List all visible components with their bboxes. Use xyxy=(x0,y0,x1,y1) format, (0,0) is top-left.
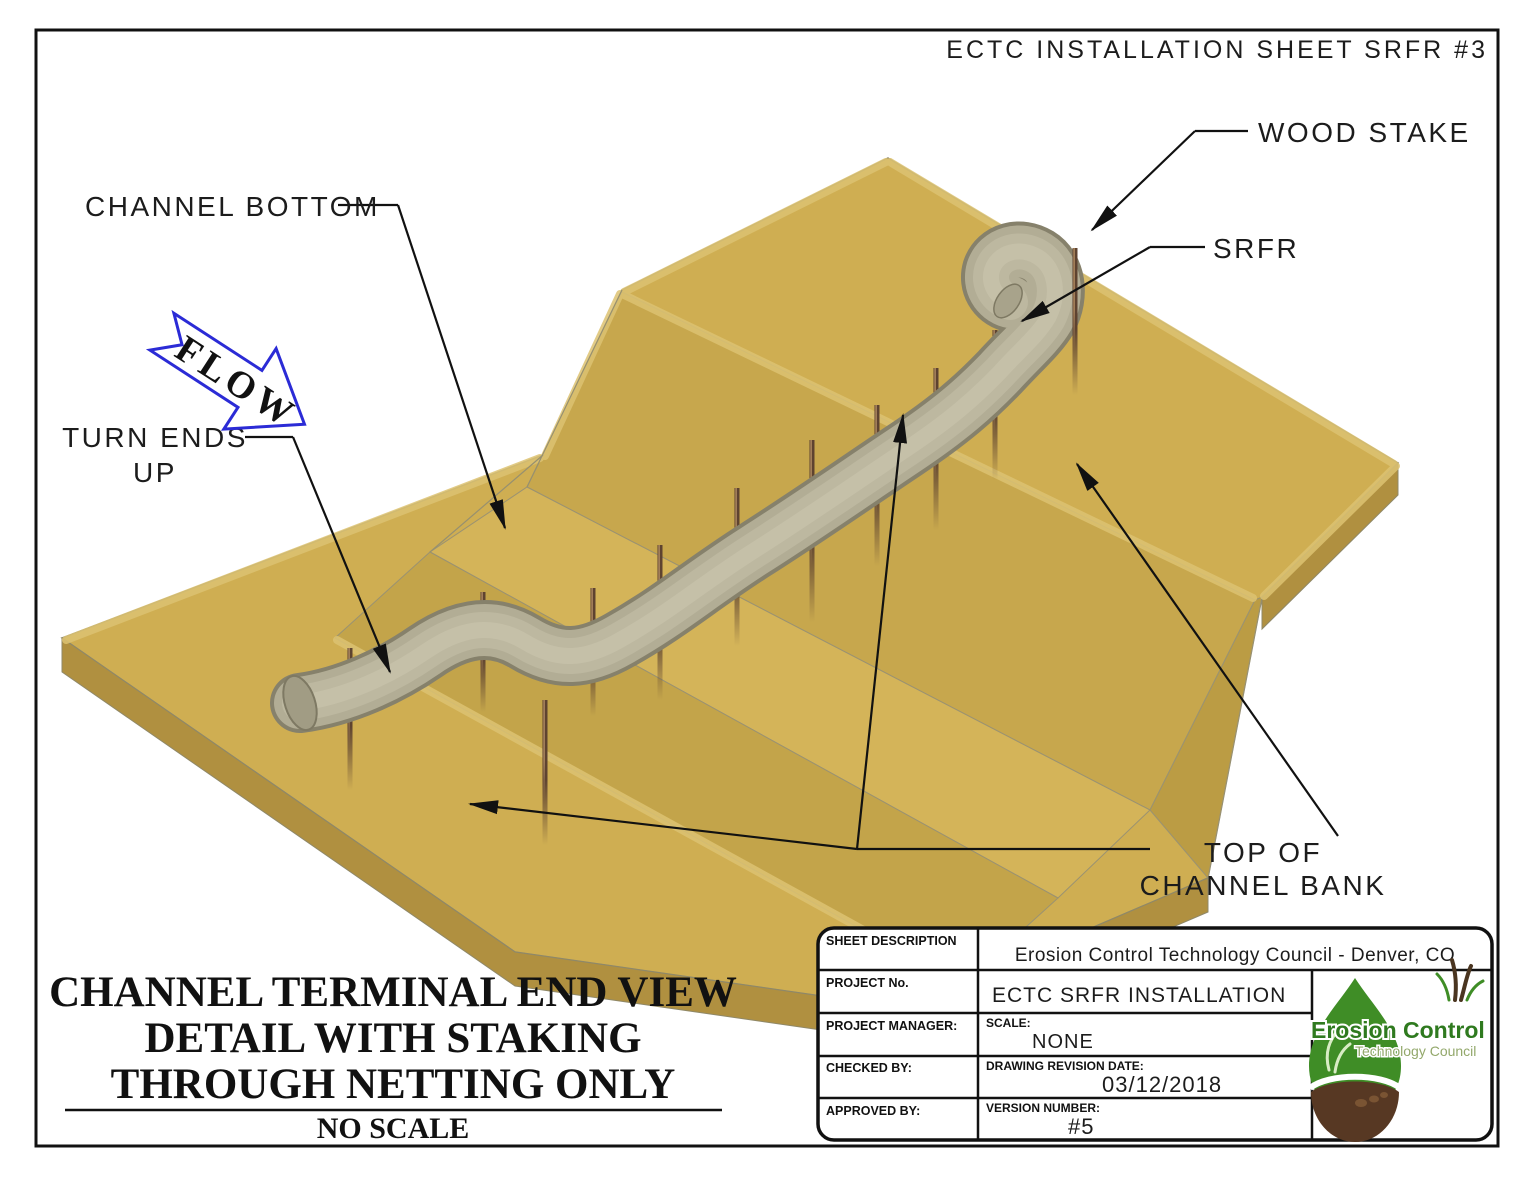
wood-stake-arrow xyxy=(1090,130,1196,232)
roll-end-face xyxy=(282,674,318,732)
logo-grass-sprout xyxy=(1325,1028,1352,1074)
logo-grass-tuft xyxy=(1450,958,1473,1002)
revision-date-value: 03/12/2018 xyxy=(1102,1072,1222,1097)
ectc-logo: Erosion Control Technology Council xyxy=(1308,958,1487,1142)
sheet-description-label: SHEET DESCRIPTION xyxy=(826,934,957,948)
sheet-header: ECTC INSTALLATION SHEET SRFR #3 xyxy=(946,36,1488,64)
scale-value: NONE xyxy=(1032,1031,1094,1053)
channel-bottom-arrow xyxy=(396,204,507,530)
logo-leaf-drop xyxy=(1309,978,1401,1097)
drawing-title: CHANNEL TERMINAL END VIEW DETAIL WITH ST… xyxy=(49,969,737,1145)
turn-ends-up-label-line1: TURN ENDS xyxy=(62,422,248,453)
channel-bottom-label: CHANNEL BOTTOM xyxy=(85,191,380,222)
version-label: VERSION NUMBER: xyxy=(986,1101,1100,1115)
srfr-arrow xyxy=(1020,246,1151,323)
title-line2: DETAIL WITH STAKING xyxy=(144,1015,641,1062)
revision-date-label: DRAWING REVISION DATE: xyxy=(986,1059,1144,1073)
page-border xyxy=(34,28,1500,1148)
logo-name-line1: Erosion Control xyxy=(1311,1017,1485,1043)
top-of-bank-arrow-diag xyxy=(1075,462,1339,837)
version-value: #5 xyxy=(1068,1114,1094,1139)
logo-divider xyxy=(1308,1073,1402,1091)
terrain-scene xyxy=(60,157,1400,1043)
scale-note: NO SCALE xyxy=(317,1112,470,1145)
top-of-bank-arrow-up xyxy=(855,413,908,850)
flow-arrow-shape xyxy=(145,309,307,431)
logo-name-line2: Technology Council xyxy=(1355,1043,1476,1059)
roll-turned-end-face xyxy=(993,283,1023,319)
leader-lines xyxy=(245,129,1339,851)
turn-ends-up-arrow xyxy=(291,436,392,674)
scale-label: SCALE: xyxy=(986,1016,1031,1030)
project-manager-label: PROJECT MANAGER: xyxy=(826,1019,957,1033)
srfr-roll xyxy=(277,251,1055,734)
terrain-thickness-front xyxy=(61,637,1209,1043)
wood-stake-front xyxy=(1072,248,1078,395)
turn-ends-up-label-line2: UP xyxy=(133,457,177,488)
title-block: SHEET DESCRIPTION Erosion Control Techno… xyxy=(816,926,1494,1142)
terrain-edge-bevels xyxy=(62,158,1400,986)
right-bank-front-face xyxy=(1149,596,1263,880)
terrain-edge-lines xyxy=(429,289,623,553)
wood-stake xyxy=(542,700,548,845)
approved-by-label: APPROVED BY: xyxy=(826,1104,920,1118)
project-no-value: ECTC SRFR INSTALLATION xyxy=(992,984,1286,1007)
top-of-bank-label-line2: CHANNEL BANK xyxy=(1140,870,1387,901)
checked-by-label: CHECKED BY: xyxy=(826,1061,912,1075)
title-line3: THROUGH NETTING ONLY xyxy=(111,1061,676,1108)
wood-stake-label: WOOD STAKE xyxy=(1258,117,1471,148)
project-no-label: PROJECT No. xyxy=(826,976,909,990)
title-line1: CHANNEL TERMINAL END VIEW xyxy=(49,969,737,1016)
sheet-description-value: Erosion Control Technology Council - Den… xyxy=(1015,945,1455,966)
top-of-bank-label-line1: TOP OF xyxy=(1204,837,1322,868)
top-of-bank-arrow-left xyxy=(468,800,858,851)
srfr-label: SRFR xyxy=(1213,233,1299,264)
